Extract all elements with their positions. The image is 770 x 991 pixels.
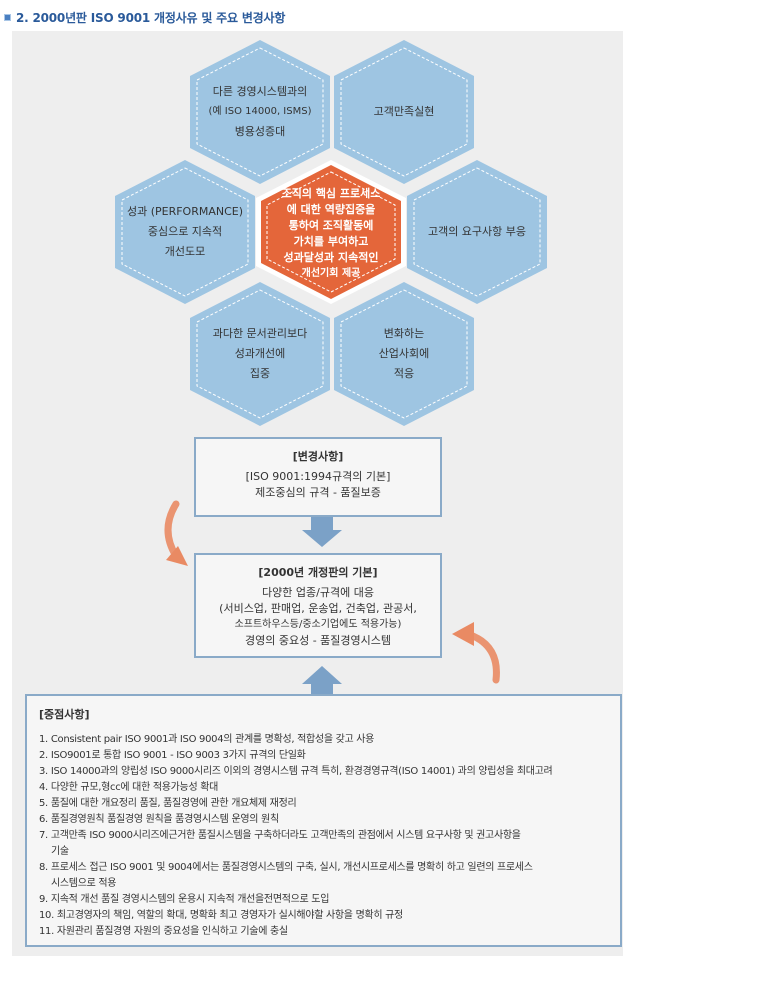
base-box-line: 다양한 업종/규격에 대응 [262, 586, 374, 599]
list-item: 11. 자원관리 품질경영 자원의 중요성을 인식하고 기술에 충실 [39, 924, 608, 940]
item-text: 프로세스 접근 ISO 9001 및 9004에서는 품질경영시스템의 구축, … [50, 862, 533, 873]
hexagon-top-left [190, 40, 330, 184]
bullet-icon [4, 13, 11, 21]
list-item: 5. 품질에 대한 개요정리 품질, 품질경영에 관한 개요체제 재정리 [39, 796, 608, 812]
list-item: 7. 고객만족 ISO 9000시리즈에근거한 품질시스템을 구축하더라도 고객… [39, 828, 608, 860]
hex-bottom-right-text: 변화하는 산업사회에 적응 [339, 324, 469, 384]
key-points-list: 1. Consistent pair ISO 9001과 ISO 9004의 관… [39, 732, 608, 940]
curved-arrow-left [164, 500, 188, 566]
item-number: 4. [39, 782, 48, 793]
hex-line: 집중 [249, 367, 271, 380]
item-number: 2. [39, 750, 48, 761]
base-box: [2000년 개정판의 기본] 다양한 업종/규격에 대응 (서비스업, 판매업… [194, 553, 442, 658]
base-box-line: 경영의 중요성 - 품질경영시스템 [244, 634, 392, 647]
hex-line: 가치를 부여하고 [293, 235, 369, 248]
item-number: 5. [39, 798, 48, 809]
hexagon-mid-right [407, 160, 547, 304]
hexagon-center [256, 160, 406, 304]
hex-bottom-left-text: 과다한 문서관리보다 성과개선에 집중 [195, 324, 325, 384]
item-text-continued: 기술 [51, 846, 69, 857]
hex-line: 중심으로 지속적 [147, 225, 223, 238]
hexagon-mid-left [115, 160, 255, 304]
item-number: 10. [39, 910, 55, 921]
list-item: 3. ISO 14000과의 양립성 ISO 9000시리즈 이외의 경영시스템… [39, 764, 608, 780]
down-arrow-1 [302, 516, 342, 547]
key-points-box: [중점사항] 1. Consistent pair ISO 9001과 ISO … [25, 694, 622, 947]
list-item: 10. 최고경영자의 책임, 역할의 확대, 명확화 최고 경영자가 실시해야할… [39, 908, 608, 924]
item-text: 다양한 규모,형cc에 대한 적용가능성 확대 [50, 782, 219, 793]
hex-line: 에 대한 역량집중을 [286, 203, 376, 216]
hex-top-right-text: 고객만족실현 [339, 100, 469, 124]
section-title: 2. 2000년판 ISO 9001 개정사유 및 주요 변경사항 [16, 10, 286, 25]
hex-line: 적응 [393, 367, 415, 380]
change-box-line: 제조중심의 규격 - 품질보증 [255, 486, 381, 499]
hex-mid-left-text: 성과 (PERFORMANCE) 중심으로 지속적 개선도모 [115, 202, 255, 262]
change-box: [변경사항] [ISO 9001:1994규격의 기본] 제조중심의 규격 - … [194, 437, 442, 517]
list-item: 4. 다양한 규모,형cc에 대한 적용가능성 확대 [39, 780, 608, 796]
item-text: 고객만족 ISO 9000시리즈에근거한 품질시스템을 구축하더라도 고객만족의… [50, 830, 521, 841]
list-item: 9. 지속적 개선 품질 경영시스템의 운용시 지속적 개선을전면적으로 도입 [39, 892, 608, 908]
change-box-line: [ISO 9001:1994규격의 기본] [245, 470, 391, 483]
key-points-title: [중점사항] [39, 708, 90, 721]
hex-line: 병용성증대 [234, 125, 286, 138]
hex-line: 개선기회 제공 [301, 268, 361, 279]
hex-line: 성과 (PERFORMANCE) [126, 205, 244, 218]
hex-mid-right-text: 고객의 요구사항 부응 [412, 220, 542, 244]
hex-line: 조직의 핵심 프로세스 [281, 187, 381, 200]
list-item: 2. ISO9001로 통합 ISO 9001 - ISO 9003 3가지 규… [39, 748, 608, 764]
item-text: ISO9001로 통합 ISO 9001 - ISO 9003 3가지 규격의 … [50, 750, 306, 761]
up-arrow-2 [302, 666, 342, 695]
base-box-line: 소프트하우스등/중소기업에도 적용가능) [234, 619, 402, 630]
item-number: 8. [39, 862, 48, 873]
item-number: 9. [39, 894, 48, 905]
curved-arrow-right [452, 622, 500, 684]
item-text: 최고경영자의 책임, 역할의 확대, 명확화 최고 경영자가 실시해야할 사항을… [56, 910, 403, 921]
list-item: 6. 품질경영원칙 품질경영 원칙을 품경영시스템 운영의 원칙 [39, 812, 608, 828]
hex-line: 다른 경영시스템과의 [212, 85, 308, 98]
hex-line: 개선도모 [164, 245, 206, 258]
base-box-line: (서비스업, 판매업, 운송업, 건축업, 관공서, [219, 602, 417, 615]
item-text: 자원관리 품질경영 자원의 중요성을 인식하고 기술에 충실 [56, 926, 288, 937]
item-number: 7. [39, 830, 48, 841]
item-text: 지속적 개선 품질 경영시스템의 운용시 지속적 개선을전면적으로 도입 [50, 894, 330, 905]
hexagon-bottom-left [190, 282, 330, 426]
hex-line: 통하여 조직활동에 [288, 219, 374, 232]
hex-line: 과다한 문서관리보다 [212, 327, 308, 340]
item-text: 품질에 대한 개요정리 품질, 품질경영에 관한 개요체제 재정리 [50, 798, 297, 809]
hexagon-bottom-right [334, 282, 474, 426]
change-box-title: [변경사항] [292, 450, 344, 463]
hex-line: 성과달성과 지속적인 [283, 251, 379, 264]
item-number: 1. [39, 734, 48, 745]
base-box-title: [2000년 개정판의 기본] [258, 566, 378, 579]
item-text: 품질경영원칙 품질경영 원칙을 품경영시스템 운영의 원칙 [50, 814, 279, 825]
item-text: ISO 14000과의 양립성 ISO 9000시리즈 이외의 경영시스템 규격… [50, 766, 553, 777]
item-number: 11. [39, 926, 55, 937]
item-number: 6. [39, 814, 48, 825]
hex-line: 고객의 요구사항 부응 [427, 225, 527, 238]
hex-line: 변화하는 [383, 327, 425, 340]
hex-top-left-text: 다른 경영시스템과의 (예 ISO 14000, ISMS) 병용성증대 [195, 82, 325, 142]
item-text-continued: 시스템으로 적용 [51, 878, 117, 889]
item-text: Consistent pair ISO 9001과 ISO 9004의 관계를 … [50, 734, 375, 745]
hex-center-text: 조직의 핵심 프로세스 에 대한 역량집중을 통하여 조직활동에 가치를 부여하… [266, 186, 396, 282]
hexagon-top-right [334, 40, 474, 184]
hex-line: (예 ISO 14000, ISMS) [208, 106, 312, 117]
hex-line: 산업사회에 [378, 347, 430, 360]
list-item: 1. Consistent pair ISO 9001과 ISO 9004의 관… [39, 732, 608, 748]
hex-line: 고객만족실현 [373, 105, 435, 118]
item-number: 3. [39, 766, 48, 777]
section-heading: 2. 2000년판 ISO 9001 개정사유 및 주요 변경사항 [4, 7, 285, 27]
list-item: 8. 프로세스 접근 ISO 9001 및 9004에서는 품질경영시스템의 구… [39, 860, 608, 892]
hex-line: 성과개선에 [234, 347, 286, 360]
